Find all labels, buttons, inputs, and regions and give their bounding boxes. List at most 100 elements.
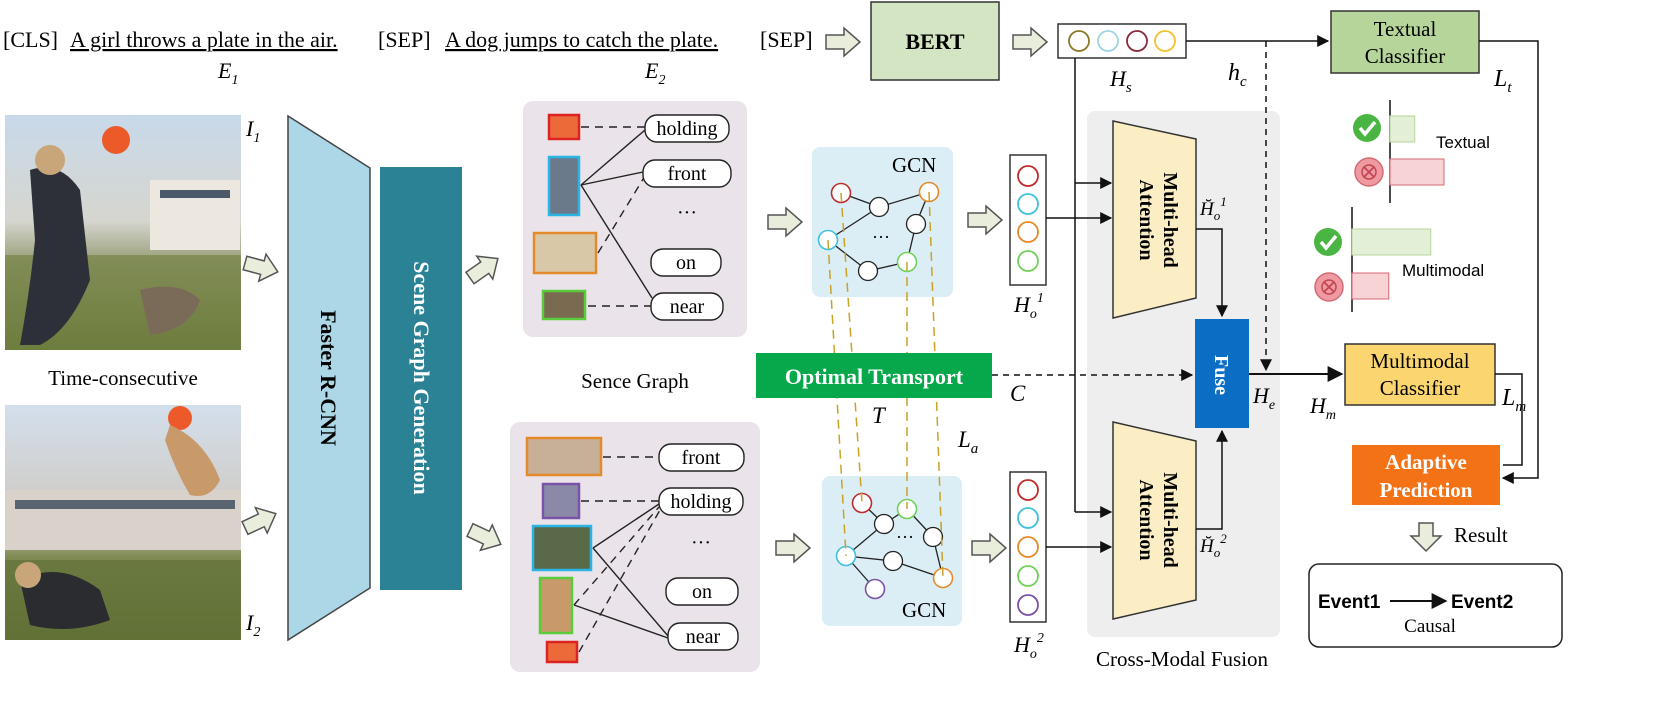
sentence-2: A dog jumps to catch the plate. — [445, 27, 718, 52]
cross-icon — [1314, 272, 1344, 302]
bert-box — [870, 1, 1000, 81]
bar-multimodal-correct — [1351, 228, 1432, 256]
multimodal-loss-label: Lm — [1501, 385, 1526, 415]
arrow-right-hollow-icon — [240, 248, 283, 287]
fuse-label: Fuse — [1210, 355, 1232, 395]
svg-text:···: ··· — [691, 532, 711, 554]
svg-text:front: front — [668, 163, 707, 185]
gcn-top-bg — [812, 147, 953, 297]
sep-token-1: [SEP] — [378, 27, 431, 52]
textual-classifier-line1: Textual — [1374, 17, 1437, 41]
multimodal-classifier-line2: Classifier — [1380, 376, 1460, 400]
hs-label: Hs — [1109, 66, 1132, 96]
sgg-block — [380, 167, 462, 590]
hc-label: hc — [1228, 60, 1247, 90]
image-i2 — [5, 405, 241, 640]
multimodal-classifier-line1: Multimodal — [1370, 349, 1469, 373]
bert-label: BERT — [905, 29, 964, 54]
fuse-box — [1195, 319, 1249, 428]
e1-label: E1 — [217, 58, 238, 88]
adaptive-prediction-line2: Prediction — [1380, 478, 1473, 502]
arrow-right-hollow-icon — [461, 246, 507, 291]
bar-textual-wrong — [1389, 158, 1445, 186]
arrow-right-hollow-icon — [238, 500, 283, 542]
svg-text:···: ··· — [677, 202, 697, 224]
arrow-right-hollow-icon — [1012, 27, 1048, 57]
textual-legend: Textual — [1436, 133, 1490, 152]
e2-label: E2 — [644, 58, 665, 88]
svg-text:on: on — [676, 252, 696, 274]
scene-graph-top-relations: holding front ··· on near — [642, 114, 732, 321]
optimal-transport-box — [756, 353, 992, 398]
i2-label: I2 — [245, 610, 260, 640]
arrow-right-hollow-icon — [463, 516, 508, 558]
image-caption: Time-consecutive — [48, 366, 198, 390]
scene-graph-bottom-edges — [573, 456, 669, 653]
faster-rcnn-block — [287, 114, 371, 642]
adaptive-prediction-box — [1352, 445, 1500, 505]
ho1-breve-label: H̆o1 — [1199, 194, 1227, 223]
confidence-bars: Textual Multimodal — [1351, 100, 1490, 312]
scene-graph-bottom-objects — [525, 436, 603, 664]
event1-label: Event1 — [1318, 592, 1381, 613]
svg-text:near: near — [670, 296, 705, 318]
arrow-right-hollow-icon — [971, 533, 1007, 563]
gcn-top-dots: ··· — [872, 227, 890, 247]
svg-text:on: on — [692, 581, 712, 603]
ho2-vector — [1009, 471, 1047, 623]
gcn-top-label: GCN — [892, 153, 936, 177]
hm-label: Hm — [1309, 393, 1336, 423]
svg-text:near: near — [686, 626, 721, 648]
bar-textual-correct — [1389, 115, 1416, 143]
la-label: La — [957, 427, 978, 457]
image-i1 — [5, 115, 241, 350]
scene-graph-top-edges — [580, 126, 653, 307]
t-label: T — [872, 403, 887, 428]
mha-bottom-block — [1112, 421, 1197, 620]
check-icon — [1314, 228, 1342, 256]
cls-token: [CLS] — [3, 27, 58, 52]
ho2-breve-label: H̆o2 — [1199, 531, 1227, 560]
result-label: Result — [1454, 523, 1508, 547]
ho1-vector — [1009, 154, 1047, 286]
arrow-right-hollow-icon — [767, 207, 803, 237]
result-arrow-icon — [1409, 522, 1443, 553]
multimodal-legend: Multimodal — [1402, 261, 1484, 280]
multimodal-classifier-box — [1344, 343, 1496, 406]
gcn-bottom-dots: ··· — [896, 527, 914, 547]
c-label: C — [1010, 381, 1026, 406]
faster-rcnn-label: Faster R-CNN — [316, 310, 341, 446]
gcn-bottom-graph — [835, 492, 954, 600]
scene-graph-bottom-relations: front holding ··· on near — [658, 443, 745, 651]
connectors — [992, 35, 1539, 553]
cross-modal-fusion-label: Cross-Modal Fusion — [1096, 647, 1269, 671]
textual-classifier-line2: Classifier — [1365, 44, 1445, 68]
scene-graph-top-objects — [532, 113, 598, 321]
sep-token-2: [SEP] — [760, 27, 813, 52]
text-input: [CLS] A girl throws a plate in the air. … — [3, 27, 813, 88]
cross-icon — [1354, 157, 1384, 187]
gcn-bottom-label: GCN — [902, 598, 946, 622]
svg-text:front: front — [682, 447, 721, 469]
textual-loss-label: Lt — [1493, 66, 1512, 96]
bar-multimodal-wrong — [1351, 272, 1390, 300]
arrow-right-hollow-icon — [775, 533, 811, 563]
hs-vector — [1057, 23, 1187, 59]
mha-bottom-line2: Attention — [1135, 479, 1157, 560]
i1-label: I1 — [245, 116, 260, 146]
causal-label: Causal — [1404, 616, 1456, 637]
ho1-label: Ho1 — [1013, 291, 1044, 322]
arrow-right-hollow-icon — [967, 205, 1003, 235]
optimal-transport-label: Optimal Transport — [785, 364, 964, 389]
mha-top-line2: Attention — [1135, 179, 1157, 260]
mha-bottom-line1: Multi-head — [1159, 472, 1181, 568]
sentence-1: A girl throws a plate in the air. — [70, 27, 338, 52]
gcn-top-graph — [817, 181, 940, 282]
svg-text:holding: holding — [656, 118, 717, 140]
svg-text:holding: holding — [670, 491, 731, 513]
sgg-label: Scene Graph Generation — [409, 261, 434, 494]
arrow-right-hollow-icon — [825, 27, 861, 57]
ho2-label: Ho2 — [1013, 631, 1044, 662]
event2-label: Event2 — [1451, 592, 1513, 613]
